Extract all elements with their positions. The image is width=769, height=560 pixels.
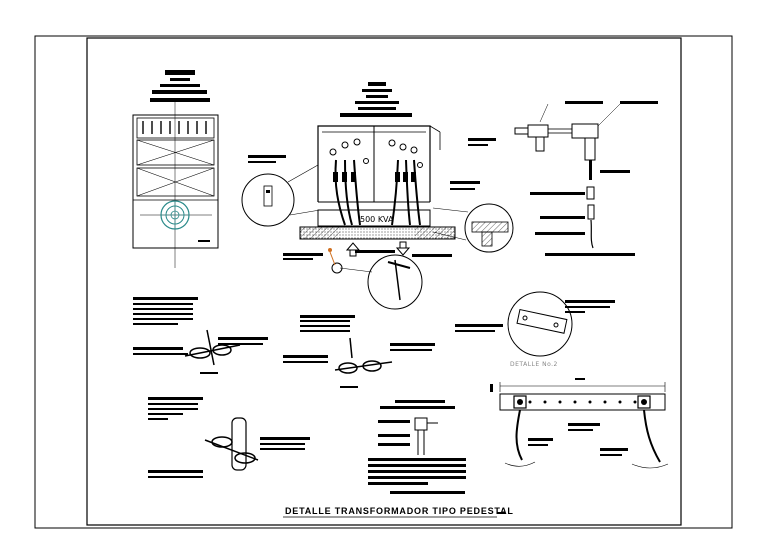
front-view-cabinet	[132, 70, 219, 268]
inner-border	[86, 37, 682, 526]
outer-border	[34, 35, 733, 529]
arrow-up-icon	[345, 242, 361, 257]
ground-rod-detail	[368, 400, 466, 494]
elbow-connector-detail	[468, 101, 658, 256]
kva-label: 500 KVA	[360, 215, 394, 224]
tee-connection-detail	[148, 397, 310, 478]
busbar-detail: DETALLE No.2	[455, 291, 669, 469]
splice-detail-left	[133, 297, 268, 374]
ground-lug-icon	[513, 395, 527, 409]
main-transformer: 500 KVA	[241, 82, 514, 310]
arrow-down-icon	[395, 241, 411, 256]
drawing-title: DETALLE TRANSFORMADOR TIPO PEDESTAL	[285, 506, 514, 516]
splice-detail-center	[283, 315, 435, 388]
detail-caption: DETALLE No.2	[510, 361, 558, 368]
